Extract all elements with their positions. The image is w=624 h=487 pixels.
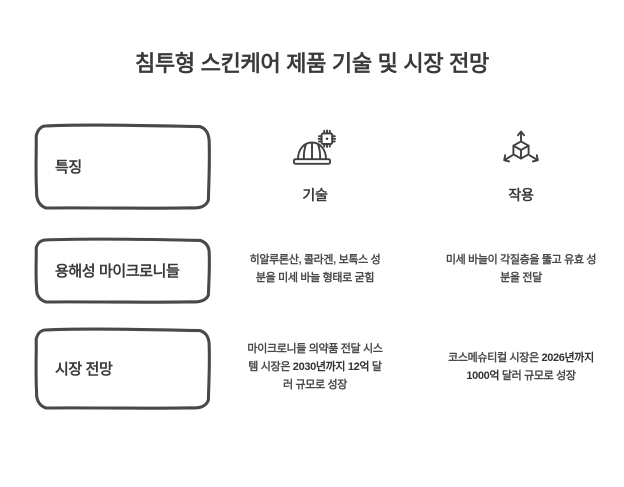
cell-market-technology: 마이크로니들 의약품 전달 시스템 시장은 2030년까지 12억 달러 규모로… xyxy=(212,318,418,418)
label-box-market[interactable]: 시장 전망 xyxy=(33,326,212,410)
table-row-market: 시장 전망 마이크로니들 의약품 전달 시스템 시장은 2030년까지 12억 … xyxy=(0,318,624,418)
cell-plain-text: 코스메슈티컬 시장은 xyxy=(448,352,542,365)
cell-microneedle-technology: 히알루론산, 콜라겐, 보톡스 성분을 미세 바늘 형태로 굳힘 xyxy=(212,222,418,318)
label-box-features[interactable]: 특징 xyxy=(33,122,212,210)
label-box-microneedle[interactable]: 용해성 마이크로니들 xyxy=(33,236,212,304)
column-header-label-action: 작용 xyxy=(508,187,534,203)
cell-plain-text: 히알루론산, 콜라겐, 보톡스 성분을 미세 바늘 형태로 굳힘 xyxy=(249,254,381,284)
row-label-cell-market: 시장 전망 xyxy=(0,318,212,418)
hard-hat-microchip-icon xyxy=(291,127,339,173)
cell-text-market-action: 코스메슈티컬 시장은 2026년까지 1000억 달러 규모로 성장 xyxy=(445,350,597,386)
column-header-label-technology: 기술 xyxy=(302,187,328,203)
page-title: 침투형 스킨케어 제품 기술 및 시장 전망 xyxy=(135,51,489,76)
cell-plain-text-after: 달러 규모로 성장 xyxy=(282,361,382,391)
cell-microneedle-action: 미세 바늘이 각질층을 뚫고 유효 성분을 전달 xyxy=(418,222,624,318)
table-row-microneedle: 용해성 마이크로니들 히알루론산, 콜라겐, 보톡스 성분을 미세 바늘 형태로… xyxy=(0,222,624,318)
cell-plain-text: 미세 바늘이 각질층을 뚫고 유효 성분을 전달 xyxy=(445,254,597,284)
cell-emphasis-text: 2026년까지 1000억 xyxy=(466,352,594,382)
infographic-grid: 특징 xyxy=(0,110,624,418)
cell-plain-text-after: 달러 규모로 성장 xyxy=(499,370,576,382)
row-label-text-microneedle: 용해성 마이크로니들 xyxy=(55,262,180,280)
cube-arrows-3d-icon xyxy=(497,127,545,173)
row-label-text-market: 시장 전망 xyxy=(55,360,113,378)
cell-text-microneedle-action: 미세 바늘이 각질층을 뚫고 유효 성분을 전달 xyxy=(445,252,597,288)
cell-plain-text: 마이크로니들 의약품 전달 시스템 시장은 xyxy=(247,343,383,374)
cell-emphasis-text: 2030년까지 12억 xyxy=(292,361,370,374)
column-header-action: 작용 xyxy=(418,110,624,222)
cell-text-microneedle-technology: 히알루론산, 콜라겐, 보톡스 성분을 미세 바늘 형태로 굳힘 xyxy=(245,252,385,288)
row-label-text-features: 특징 xyxy=(55,158,82,176)
row-label-cell-microneedle: 용해성 마이크로니들 xyxy=(0,222,212,318)
header-row: 특징 xyxy=(0,110,624,222)
row-label-cell-features: 특징 xyxy=(0,110,212,222)
cell-text-market-technology: 마이크로니들 의약품 전달 시스템 시장은 2030년까지 12억 달러 규모로… xyxy=(245,341,385,394)
column-header-technology: 기술 xyxy=(212,110,418,222)
cell-market-action: 코스메슈티컬 시장은 2026년까지 1000억 달러 규모로 성장 xyxy=(418,318,624,418)
